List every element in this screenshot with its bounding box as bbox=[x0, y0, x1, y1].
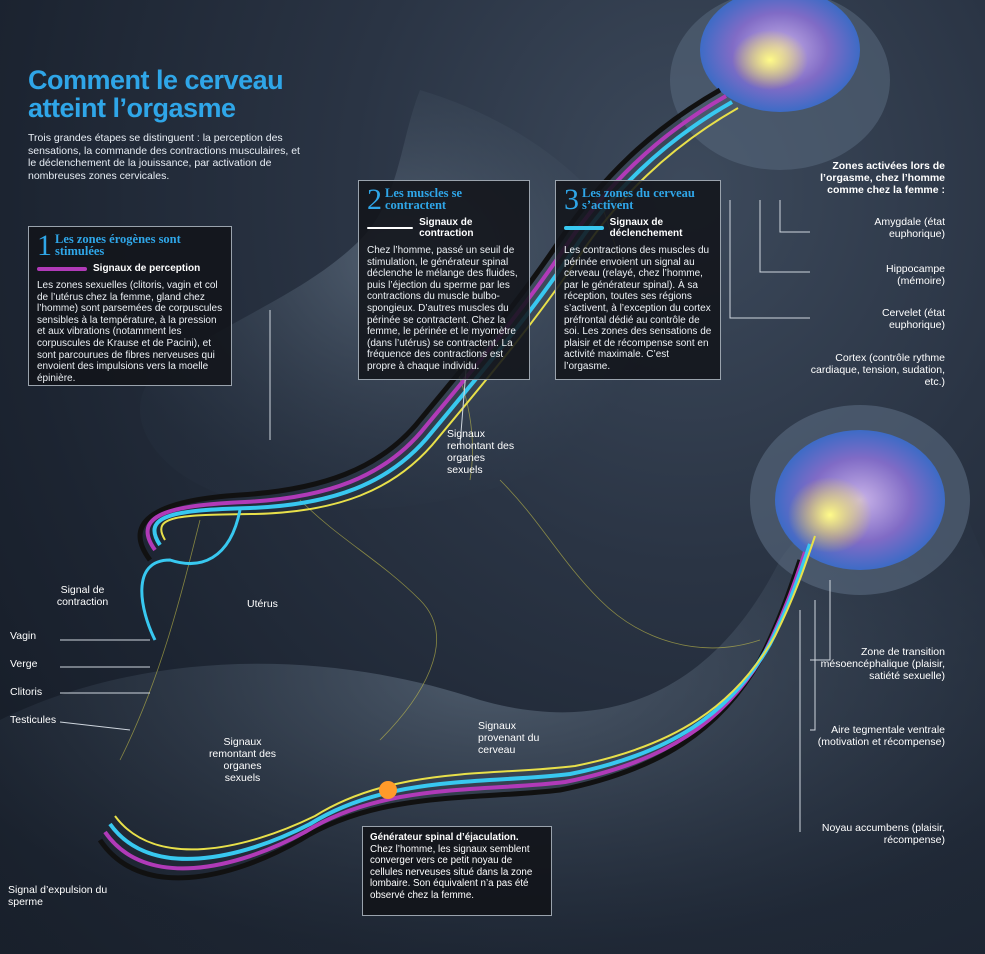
woman-brain-glow bbox=[788, 477, 872, 553]
generator-title: Générateur spinal d’éjaculation. bbox=[370, 832, 519, 843]
step-heading: Les muscles se contractent bbox=[385, 186, 463, 212]
step-body: Les contractions des muscles du périnée … bbox=[564, 245, 712, 372]
signal-legend: Signaux de perception bbox=[37, 263, 223, 274]
step-1-box: 1 Les zones érogènes sont stimulées Sign… bbox=[28, 226, 232, 386]
zone-amygdale: Amygdale (état euphorique) bbox=[874, 216, 945, 240]
woman-torso bbox=[0, 488, 985, 954]
intro-text: Trois grandes étapes se distinguent : la… bbox=[28, 132, 300, 182]
step-number: 1 bbox=[37, 229, 52, 262]
label-clitoris: Clitoris bbox=[10, 686, 43, 698]
signal-label: Signaux de déclenchement bbox=[609, 217, 683, 239]
step-body: Les zones sexuelles (clitoris, vagin et … bbox=[37, 280, 223, 384]
label-signaux-remontant-bottom: Signaux remontant des organes sexuels bbox=[208, 736, 277, 784]
step-number: 3 bbox=[564, 183, 579, 216]
step-heading: Les zones érogènes sont stimulées bbox=[55, 232, 181, 258]
label-signaux-remontant-top: Signaux remontant des organes sexuels bbox=[447, 428, 515, 476]
signal-label: Signaux de perception bbox=[93, 263, 201, 274]
spinal-generator bbox=[379, 781, 397, 799]
label-uterus: Utérus bbox=[247, 598, 278, 610]
label-signal-contraction: Signal de contraction bbox=[56, 584, 109, 608]
signal-legend: Signaux de contraction bbox=[367, 217, 521, 239]
signal-legend: Signaux de déclenchement bbox=[564, 217, 712, 239]
zone-tegmentale: Aire tegmentale ventrale (motivation et … bbox=[817, 724, 945, 748]
zone-cervelet: Cervelet (état euphorique) bbox=[881, 307, 945, 331]
step-2-box: 2 Les muscles se contractent Signaux de … bbox=[358, 180, 530, 380]
label-signaux-provenant: Signaux provenant du cerveau bbox=[478, 720, 540, 756]
zone-accumbens: Noyau accumbens (plaisir, récompense) bbox=[821, 822, 945, 846]
declenchement-swatch bbox=[564, 226, 604, 230]
blue-loop bbox=[140, 509, 242, 641]
generator-box: Générateur spinal d’éjaculation. Chez l’… bbox=[362, 826, 552, 916]
step-number: 2 bbox=[367, 183, 382, 216]
step-heading: Les zones du cerveau s’activent bbox=[582, 186, 695, 212]
zone-hippocampe: Hippocampe (mémoire) bbox=[886, 263, 945, 287]
step-3-box: 3 Les zones du cerveau s’activent Signau… bbox=[555, 180, 721, 380]
step-body: Chez l’homme, passé un seuil de stimulat… bbox=[367, 245, 518, 372]
contraction-swatch bbox=[367, 227, 414, 229]
zone-cortex: Cortex (contrôle rythme cardiaque, tensi… bbox=[810, 352, 945, 388]
man-brain-glow bbox=[732, 30, 808, 90]
zone-transition: Zone de transition mésoencéphalique (pla… bbox=[820, 646, 945, 682]
zones-title: Zones activées lors de l’orgasme, chez l… bbox=[820, 160, 945, 196]
label-signal-expulsion: Signal d’expulsion du sperme bbox=[8, 884, 108, 908]
generator-body: Chez l’homme, les signaux semblent conve… bbox=[370, 843, 533, 901]
label-testicules: Testicules bbox=[10, 714, 57, 726]
page-title: Comment le cerveau atteint l’orgasme bbox=[28, 65, 284, 123]
signal-label: Signaux de contraction bbox=[419, 217, 474, 239]
perception-swatch bbox=[37, 266, 87, 271]
label-vagin: Vagin bbox=[10, 630, 37, 642]
woman-pathway-nerve bbox=[114, 535, 816, 851]
label-verge: Verge bbox=[10, 658, 38, 670]
